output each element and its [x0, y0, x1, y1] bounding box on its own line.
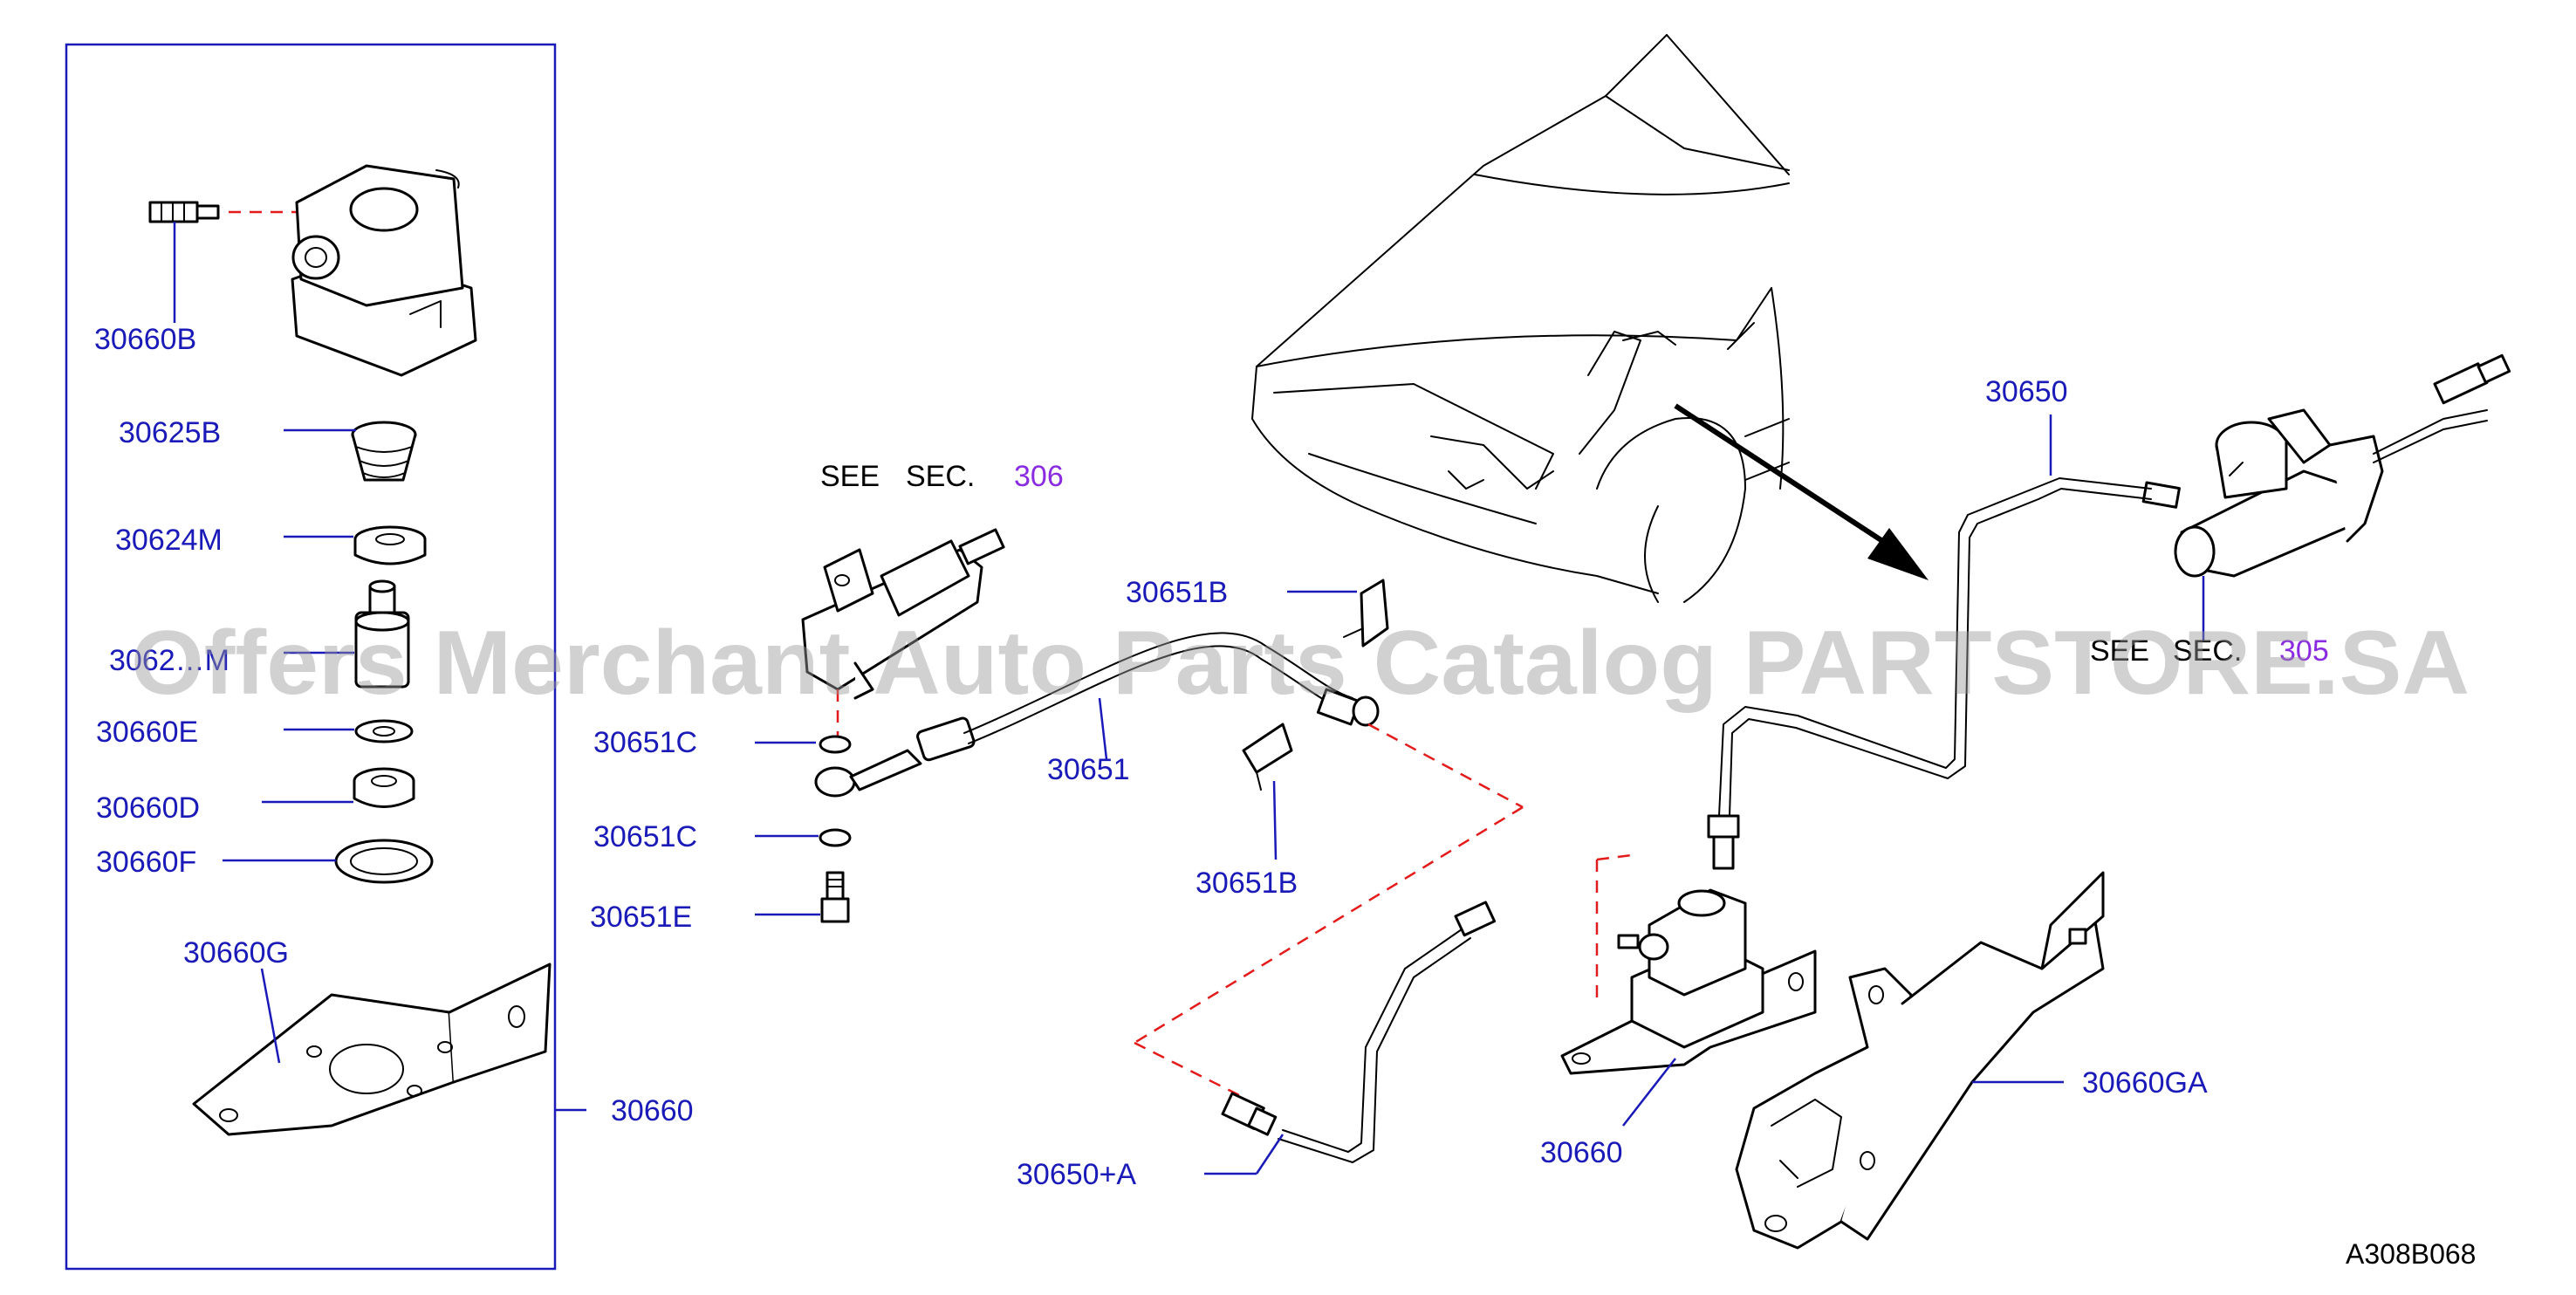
callout-30624M: 30624M	[115, 524, 223, 557]
vehicle-outline-drawing	[1251, 34, 1790, 603]
section-ref-305[interactable]: 305	[2279, 634, 2329, 668]
callout-30660B: 30660B	[94, 323, 196, 356]
callout-30660GA: 30660GA	[2082, 1066, 2208, 1100]
callout-30651C-upper: 30651C	[593, 726, 697, 759]
release-cylinder-drawing	[801, 528, 1005, 700]
exploded-view-frame	[65, 43, 557, 1271]
direction-arrow-line	[1674, 403, 1891, 548]
see-label-left: SEE	[820, 460, 880, 493]
section-ref-306[interactable]: 306	[1014, 460, 1064, 493]
hose-30651-drawing	[814, 632, 1380, 798]
pipe-30650a-drawing	[1221, 901, 1497, 1163]
washer-drawing	[354, 719, 414, 743]
callout-30651B-lower: 30651B	[1196, 867, 1298, 900]
callout-30660-assembly: 30660	[611, 1094, 694, 1127]
sec-label-right: SEC.	[2173, 634, 2242, 668]
callout-3062xM: 3062…M	[109, 644, 230, 677]
callout-30651: 30651	[1047, 753, 1130, 786]
callout-30651E: 30651E	[590, 901, 692, 934]
callout-30625B: 30625B	[119, 416, 221, 449]
callout-30660D: 30660D	[96, 791, 200, 825]
cylinder-assembly-30660-drawing	[1560, 888, 1817, 1075]
callout-30651C-lower: 30651C	[593, 820, 697, 853]
bleeder-screw-drawing	[148, 201, 220, 223]
boot-drawing	[351, 421, 417, 482]
watermark-text: Offers Merchant Auto Parts Catalog PARTS…	[131, 613, 2470, 714]
operating-cylinder-drawing	[291, 164, 477, 377]
piston-drawing	[354, 579, 410, 689]
callout-30660-main: 30660	[1540, 1136, 1623, 1169]
bracket-30660ga-drawing	[1735, 871, 2105, 1250]
callout-30650: 30650	[1985, 375, 2068, 408]
drawing-code: A308B068	[2346, 1238, 2476, 1270]
callout-30650A: 30650+A	[1017, 1158, 1136, 1191]
clip-30651b-lower-drawing	[1242, 723, 1293, 791]
callout-30651B-upper: 30651B	[1126, 576, 1228, 609]
collar-drawing	[353, 767, 415, 808]
bracket-drawing	[192, 963, 552, 1136]
bolt-30651e-drawing	[820, 871, 850, 923]
sec-label-left: SEC.	[906, 460, 975, 493]
callout-30660F: 30660F	[96, 846, 196, 879]
master-cylinder-drawing	[2174, 353, 2511, 578]
washer-30651c-lower-drawing	[819, 828, 852, 847]
callout-30660E: 30660E	[96, 716, 198, 749]
clip-30651b-upper-drawing	[1343, 579, 1389, 648]
see-label-right: SEE	[2090, 634, 2149, 668]
washer-30651c-upper-drawing	[819, 735, 852, 754]
pipe-30650-drawing	[1707, 477, 2181, 870]
direction-arrow-head	[1867, 528, 1929, 580]
callout-30660G: 30660G	[183, 936, 289, 970]
seal-drawing	[353, 525, 427, 565]
